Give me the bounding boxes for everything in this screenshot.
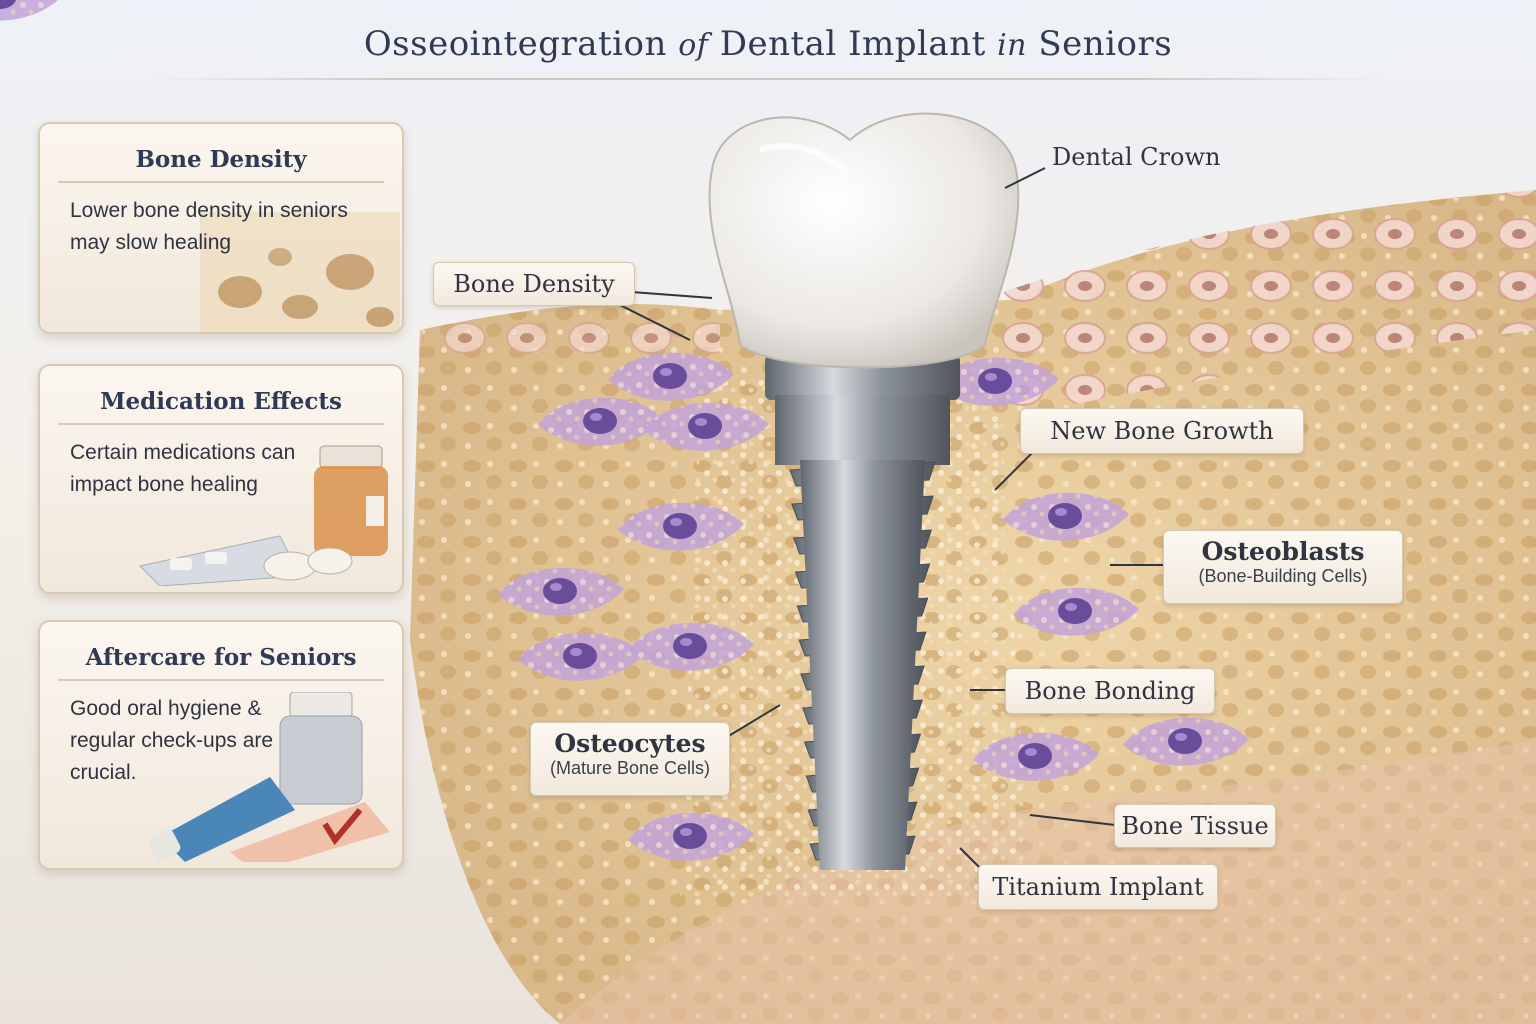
bone-density-label: Bone Density — [433, 262, 635, 306]
card-text: Lower bone density in seniors may slow h… — [70, 199, 348, 254]
card-divider — [58, 679, 384, 681]
toothpaste-icon — [150, 692, 390, 862]
bone-cells — [0, 0, 59, 21]
bone-tissue-label: Bone Tissue — [1114, 804, 1276, 848]
osteocytes-label: Osteocytes (Mature Bone Cells) — [530, 722, 730, 796]
dental-crown-label: Dental Crown — [1052, 143, 1221, 171]
card-divider — [58, 423, 384, 425]
porous-bone-illustration — [200, 212, 400, 332]
pill-bottle-icon — [138, 445, 388, 586]
titanium-implant — [765, 355, 960, 870]
card-heading: Medication Effects — [100, 388, 342, 415]
bone-bonding-label: Bone Bonding — [1005, 668, 1215, 714]
titanium-implant-label: Titanium Implant — [978, 864, 1218, 910]
dental-crown — [708, 112, 1020, 369]
osteoblasts-label: Osteoblasts (Bone-Building Cells) — [1163, 530, 1403, 604]
card-divider — [58, 181, 384, 183]
aftercare-card: Aftercare for Seniors Good oral hygiene … — [38, 620, 404, 870]
medication-effects-card: Medication Effects Certain medications c… — [38, 364, 404, 594]
title-divider — [150, 78, 1386, 80]
card-heading: Bone Density — [135, 146, 307, 173]
page-title: Osseointegration of Dental Implant in Se… — [363, 24, 1173, 64]
card-text: Good oral hygiene & regular check-ups ar… — [70, 697, 274, 784]
new-bone-growth-label: New Bone Growth — [1020, 408, 1304, 454]
card-text: Certain medications can impact bone heal… — [70, 441, 296, 496]
bone-density-card: Bone Density Lower bone density in senio… — [38, 122, 404, 334]
card-heading: Aftercare for Seniors — [85, 644, 357, 671]
